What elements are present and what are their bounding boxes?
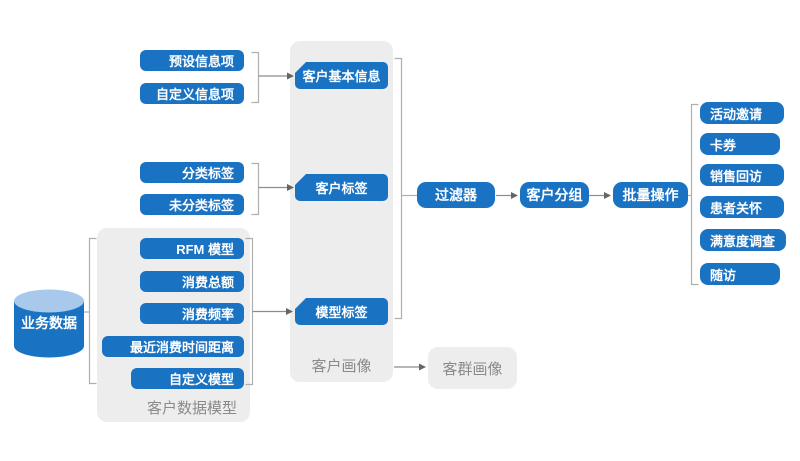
node-batch-operations: 批量操作 (613, 182, 688, 208)
action-coupon: 卡券 (700, 133, 780, 155)
arrow-lines (252, 72, 611, 371)
action-satisfaction-survey: 满意度调查 (700, 229, 786, 251)
node-cohort-profile: 客群画像 (428, 347, 517, 389)
tag-model-tags: 模型标签 (295, 298, 388, 325)
action-sales-followup: 销售回访 (700, 164, 784, 186)
tag-customer-basic-info: 客户基本信息 (295, 62, 388, 89)
node-customer-group: 客户分组 (520, 182, 589, 208)
action-activity-invite: 活动邀请 (700, 102, 784, 124)
panel-customer-data-model (97, 228, 250, 422)
node-recency: 最近消费时间距离 (102, 336, 244, 357)
database-icon: 业务数据 (14, 289, 84, 358)
tag-customer-tags: 客户标签 (295, 174, 388, 201)
node-custom-info-item: 自定义信息项 (140, 83, 244, 104)
model-panel-title: 客户数据模型 (146, 400, 237, 417)
panel-customer-profile (290, 41, 393, 382)
node-classified-tags: 分类标签 (140, 162, 244, 183)
node-preset-info-item: 预设信息项 (140, 50, 244, 71)
node-custom-model: 自定义模型 (131, 368, 244, 389)
node-consumption-frequency: 消费频率 (140, 303, 244, 324)
action-patient-care: 患者关怀 (700, 196, 784, 218)
node-filter: 过滤器 (417, 182, 495, 208)
profile-panel-title: 客户画像 (311, 358, 372, 375)
source-label: 业务数据 (21, 315, 77, 331)
database-cylinder-shape (14, 289, 84, 358)
cohort-profile-label: 客群画像 (442, 360, 503, 378)
node-total-consumption: 消费总额 (140, 271, 244, 292)
node-unclassified-tags: 未分类标签 (140, 194, 244, 215)
node-rfm-model: RFM 模型 (140, 238, 244, 259)
bracket-lines (84, 51, 699, 386)
action-followup-visit: 随访 (700, 263, 780, 285)
